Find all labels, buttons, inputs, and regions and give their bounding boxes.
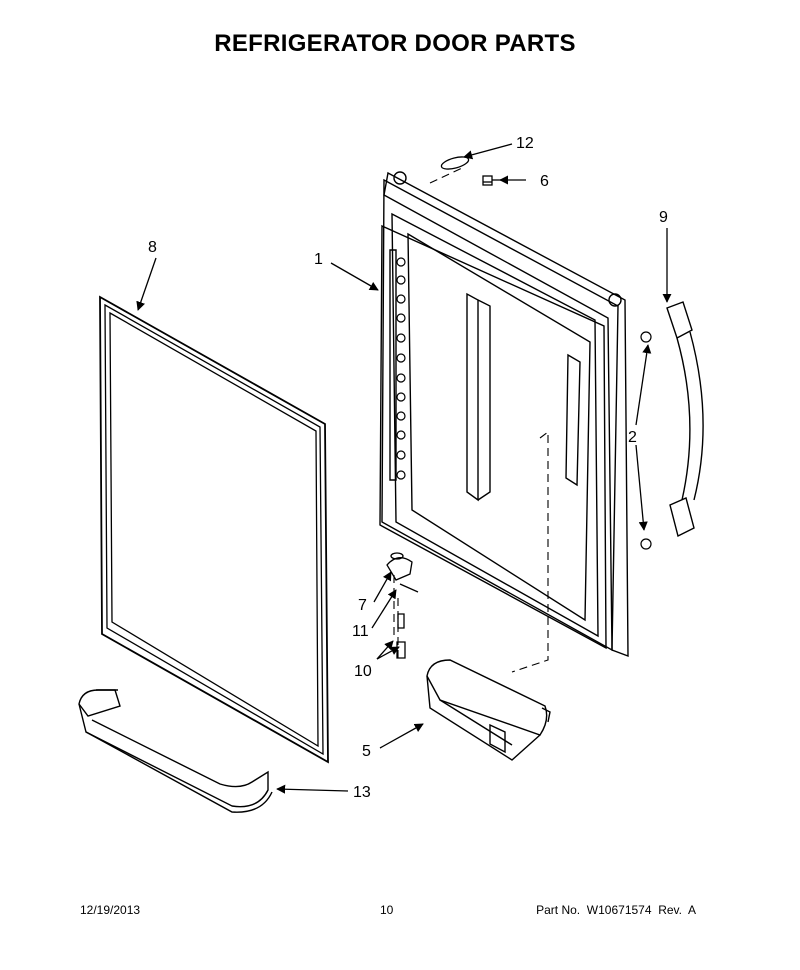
callout-9: 9 [659, 209, 668, 226]
callout-7: 7 [358, 597, 367, 614]
lower-door-bin [78, 689, 273, 813]
callout-13: 13 [353, 784, 371, 801]
door-bin [426, 659, 551, 761]
door-gasket [99, 295, 329, 764]
footer-page-number: 10 [380, 903, 394, 917]
callout-11: 11 [352, 623, 369, 640]
callout-10: 10 [354, 663, 372, 680]
footer-date: 12/19/2013 [80, 903, 141, 917]
handle-fasteners [640, 331, 652, 550]
callout-leaders [136, 143, 672, 794]
callout-12: 12 [516, 135, 534, 152]
door-clips [396, 257, 406, 480]
door-handle [666, 301, 704, 538]
callout-1: 1 [314, 251, 323, 268]
page-title: REFRIGERATOR DOOR PARTS [214, 30, 576, 57]
hinge-cap [440, 156, 470, 170]
assembly-guide-lines [393, 167, 549, 673]
callout-2: 2 [628, 429, 637, 446]
door-frame [379, 171, 629, 658]
footer-part-number: Part No. W10671574 Rev. A [536, 903, 696, 917]
callout-6: 6 [540, 173, 549, 190]
hinge-pin-assembly [386, 552, 419, 659]
callout-5: 5 [362, 743, 371, 760]
callout-8: 8 [148, 239, 157, 256]
